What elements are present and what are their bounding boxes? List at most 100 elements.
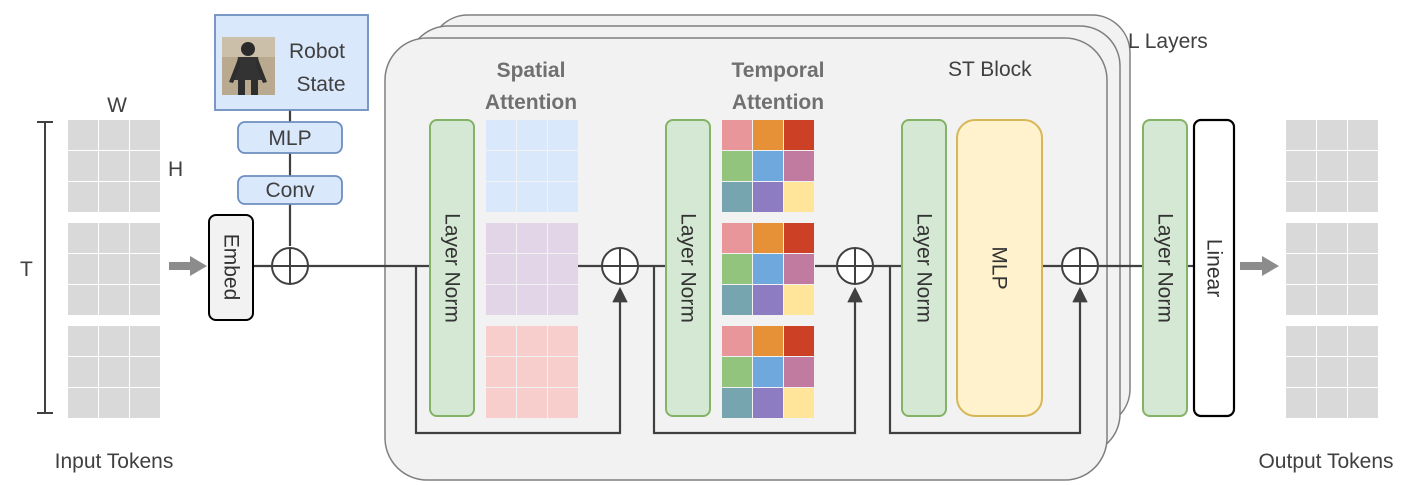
output-token-2-cell	[1348, 223, 1378, 253]
temporal-grid-1-cell	[722, 120, 752, 150]
conv-label: Conv	[265, 179, 315, 202]
layer-norm-final-label: Layer Norm	[1154, 213, 1177, 323]
input-token-3-cell	[99, 357, 129, 387]
temporal-grid-2-cell	[722, 254, 752, 284]
spatial-grid-2-cell	[517, 285, 547, 315]
spatial-grid-2-cell	[486, 223, 516, 253]
input-token-3-cell	[99, 326, 129, 356]
spatial-grid-2-cell	[486, 254, 516, 284]
output-token-2-cell	[1317, 285, 1347, 315]
input-token-3-cell	[68, 357, 98, 387]
robot-image	[222, 37, 275, 95]
input-token-2-cell	[130, 254, 160, 284]
output-token-3-cell	[1317, 388, 1347, 418]
add-circle-spatial	[601, 247, 639, 285]
input-token-3-cell	[99, 388, 129, 418]
spatial-grid-1-cell	[517, 120, 547, 150]
temporal-grid-3-cell	[753, 357, 783, 387]
temporal-grid-3-cell	[784, 388, 814, 418]
input-token-2-cell	[99, 285, 129, 315]
output-token-3-cell	[1348, 326, 1378, 356]
residual-wire-3	[888, 266, 1088, 435]
spatial-grid-3-cell	[517, 388, 547, 418]
temporal-grid-1-cell	[753, 182, 783, 212]
output-token-3-cell	[1317, 326, 1347, 356]
output-token-2-cell	[1286, 285, 1316, 315]
temporal-attention-label-line1: Temporal	[732, 59, 825, 82]
temporal-attention-grids	[722, 120, 814, 418]
spatial-grid-1-cell	[517, 151, 547, 181]
spatial-attention-label-line2: Attention	[485, 91, 577, 114]
temporal-grid-3-cell	[753, 326, 783, 356]
spatial-grid-2-cell	[486, 285, 516, 315]
spatial-grid-2-cell	[548, 254, 578, 284]
robot-state-label-line2: State	[296, 73, 345, 96]
linear-label: Linear	[1203, 239, 1226, 297]
output-arrow	[1240, 256, 1279, 276]
input-token-2-cell	[130, 285, 160, 315]
t-label: T	[20, 258, 33, 281]
spatial-grid-3-cell	[486, 326, 516, 356]
temporal-grid-2-cell	[753, 223, 783, 253]
temporal-grid-2-cell	[784, 223, 814, 253]
output-token-2-cell	[1317, 223, 1347, 253]
robot-state-label-line1: Robot	[289, 40, 345, 63]
add-circle-state	[271, 247, 309, 285]
spatial-grid-3-cell	[486, 388, 516, 418]
output-token-1-cell	[1286, 120, 1316, 150]
input-token-1-cell	[68, 182, 98, 212]
input-token-3-cell	[130, 388, 160, 418]
input-token-1-cell	[130, 120, 160, 150]
layer-norm-1-label: Layer Norm	[441, 213, 464, 323]
output-token-3-cell	[1286, 326, 1316, 356]
output-token-3-cell	[1286, 357, 1316, 387]
layer-norm-3	[901, 119, 947, 417]
spatial-attention-grids	[486, 120, 578, 418]
conv-box	[237, 175, 343, 205]
layer-norm-2	[665, 119, 711, 417]
st-mlp-box	[956, 119, 1043, 417]
output-tokens-label: Output Tokens	[1258, 450, 1393, 473]
spatial-grid-3-cell	[486, 357, 516, 387]
input-token-2-cell	[68, 285, 98, 315]
temporal-grid-2-cell	[753, 285, 783, 315]
temporal-grid-3-cell	[784, 357, 814, 387]
layer-norm-2-label: Layer Norm	[677, 213, 700, 323]
temporal-grid-1-cell	[753, 120, 783, 150]
add-circle-mlp	[1061, 247, 1099, 285]
temporal-attention-label-line2: Attention	[732, 91, 824, 114]
spatial-grid-1-cell	[486, 151, 516, 181]
temporal-grid-3-cell	[722, 357, 752, 387]
input-token-3-cell	[130, 326, 160, 356]
linear-box	[1192, 118, 1236, 418]
w-label: W	[107, 94, 127, 117]
spatial-grid-1-cell	[548, 182, 578, 212]
spatial-grid-3-cell	[517, 357, 547, 387]
input-arrow	[169, 256, 207, 276]
spatial-grid-2-cell	[517, 223, 547, 253]
temporal-grid-1-cell	[784, 182, 814, 212]
temporal-grid-2-cell	[784, 285, 814, 315]
input-token-3-cell	[68, 326, 98, 356]
temporal-grid-1-cell	[753, 151, 783, 181]
temporal-grid-2-cell	[722, 285, 752, 315]
embed-label: Embed	[220, 234, 243, 301]
output-token-grids	[1286, 120, 1378, 418]
spatial-grid-1-cell	[548, 120, 578, 150]
output-token-1-cell	[1348, 151, 1378, 181]
spatial-grid-3-cell	[548, 388, 578, 418]
output-token-2-cell	[1317, 254, 1347, 284]
temporal-grid-2-cell	[722, 223, 752, 253]
layer-norm-3-label: Layer Norm	[913, 213, 936, 323]
temporal-grid-3-cell	[722, 388, 752, 418]
input-token-grids	[68, 120, 160, 418]
layer-norm-1	[429, 119, 475, 417]
output-token-2-cell	[1286, 254, 1316, 284]
add-circle-temporal	[836, 247, 874, 285]
embed-box	[208, 214, 254, 321]
spatial-grid-2-cell	[548, 285, 578, 315]
temporal-grid-2-cell	[753, 254, 783, 284]
output-token-1-cell	[1286, 151, 1316, 181]
output-token-2-cell	[1348, 285, 1378, 315]
